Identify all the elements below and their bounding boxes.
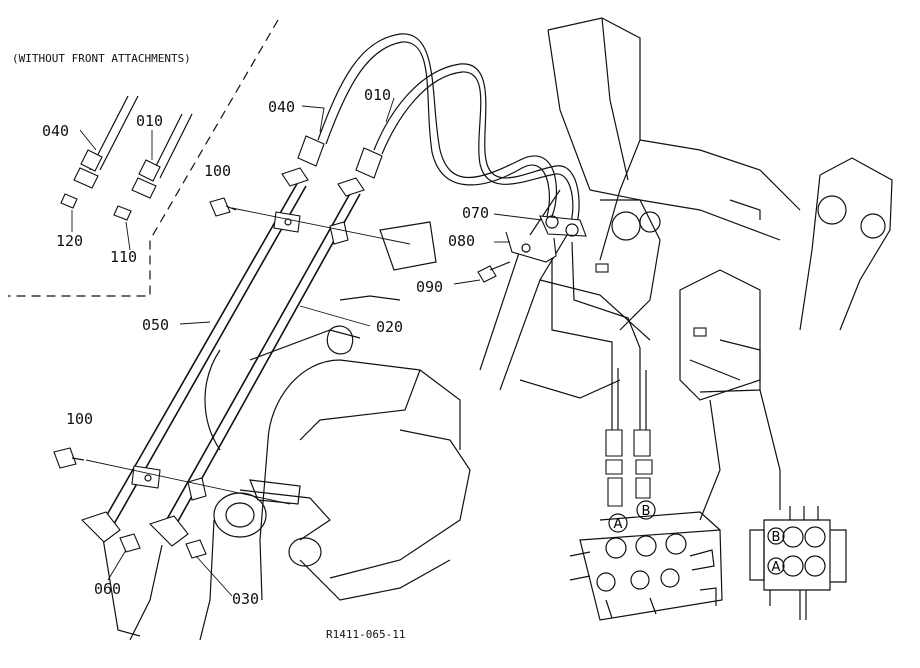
inset-boundary	[8, 19, 279, 297]
port-a-circle-main	[608, 513, 628, 533]
control-valve	[569, 511, 723, 621]
arm-structure	[99, 221, 471, 641]
part-label-060: 060	[94, 580, 121, 598]
part-label-080: 080	[448, 232, 475, 250]
hose-clamp	[477, 215, 587, 283]
part-label-110: 110	[110, 248, 137, 266]
part-label-030: 030	[232, 590, 259, 608]
port-markers: A B B A	[608, 500, 785, 575]
part-label-010: 010	[364, 86, 391, 104]
mounting-bolts	[53, 197, 349, 559]
part-label-040: 040	[268, 98, 295, 116]
port-a-label-main: A	[614, 517, 623, 532]
inset-fittings	[60, 95, 193, 221]
part-label-020: 020	[376, 318, 403, 336]
leader-lines	[71, 97, 543, 597]
valve-symbol	[749, 506, 847, 620]
boom-structure	[479, 17, 893, 521]
part-label-040-inset: 040	[42, 122, 69, 140]
part-label-010-inset: 010	[136, 112, 163, 130]
part-labels: 040 010 120 110 100 040 010 070 080 090 …	[42, 86, 489, 608]
part-label-120: 120	[56, 232, 83, 250]
header-note: (WITHOUT FRONT ATTACHMENTS)	[12, 52, 191, 65]
part-label-070: 070	[462, 204, 489, 222]
port-a-label-symbol: A	[772, 560, 781, 575]
flex-hoses	[297, 33, 653, 507]
part-label-100-bottom: 100	[66, 410, 93, 428]
port-b-label-symbol: B	[772, 530, 781, 545]
part-label-100-top: 100	[204, 162, 231, 180]
port-a-circle-symbol	[767, 557, 785, 575]
drawing-number: R1411-065-11	[326, 628, 405, 641]
port-b-label-main: B	[642, 504, 651, 519]
part-label-090: 090	[416, 278, 443, 296]
port-b-circle-symbol	[767, 527, 785, 545]
port-b-circle-main	[636, 500, 656, 520]
part-label-050: 050	[142, 316, 169, 334]
